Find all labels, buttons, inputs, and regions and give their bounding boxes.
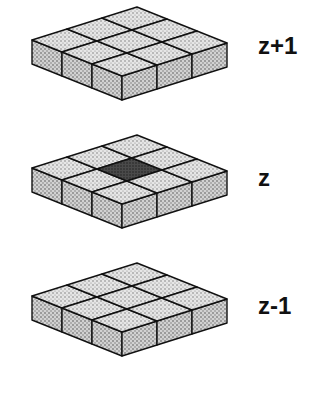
layer-label: z+1 [258, 34, 297, 58]
layer-label: z-1 [258, 294, 291, 318]
cube-top [162, 159, 227, 182]
cube-top [162, 31, 227, 54]
layer-label: z [258, 166, 270, 190]
cube-top [162, 287, 227, 310]
